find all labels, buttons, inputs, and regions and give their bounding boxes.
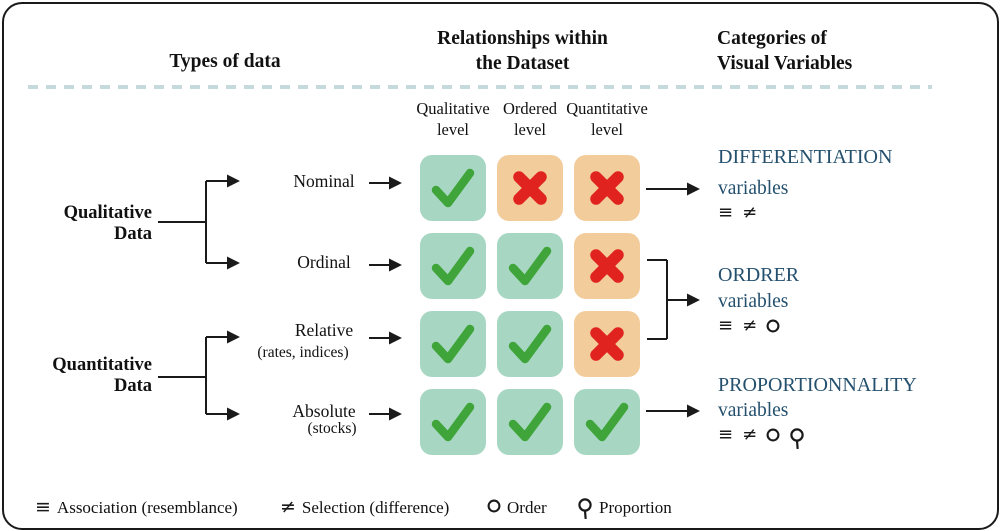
matrix-cell-r1-c1 — [420, 155, 486, 221]
matrix-cell-r3-c1 — [420, 311, 486, 377]
dashed-divider — [28, 85, 932, 89]
matrix-cell-r2-c2 — [497, 233, 563, 299]
matrix-cell-r1-c2 — [497, 155, 563, 221]
check-icon — [585, 402, 629, 442]
categories-header: Categories of Visual Variables — [717, 27, 967, 76]
check-icon — [431, 168, 475, 208]
proportion-icon — [789, 422, 805, 449]
category-order-symbols: ≡≠ — [718, 316, 799, 336]
column-header-qualitative-level: Qualitative level — [416, 99, 490, 139]
category-proportionality-subtitle: variables — [718, 400, 789, 421]
legend-order-label: Order — [507, 498, 547, 517]
matrix-cell-r3-c3 — [574, 311, 640, 377]
group-quantitative-data: Quantitative Data — [52, 355, 152, 396]
selection-icon: ≠ — [742, 424, 758, 445]
category-proportionality: PROPORTIONNALITY variables ≡≠ — [718, 374, 917, 449]
matrix-cell-r1-c3 — [574, 155, 640, 221]
category-proportionality-title: PROPORTIONNALITY — [718, 374, 917, 396]
check-icon — [431, 402, 475, 442]
check-icon — [508, 324, 552, 364]
legend-selection-label: Selection (difference) — [301, 498, 450, 517]
check-icon — [508, 402, 552, 442]
association-icon: ≡ — [718, 202, 734, 223]
selection-icon: ≠ — [742, 202, 758, 223]
order-icon — [766, 428, 780, 442]
legend-selection: ≠ Selection (difference) — [280, 497, 449, 519]
association-icon: ≡ — [718, 424, 734, 445]
matrix-cell-r2-c1 — [420, 233, 486, 299]
check-icon — [431, 246, 475, 286]
check-icon — [431, 324, 475, 364]
legend-association-label: Association (resemblance) — [56, 498, 238, 517]
cross-icon — [590, 327, 624, 361]
selection-icon: ≠ — [280, 496, 296, 518]
association-icon: ≡ — [35, 496, 51, 518]
matrix-cell-r2-c3 — [574, 233, 640, 299]
group-qualitative-data: Qualitative Data — [63, 203, 152, 244]
category-differentiation: DIFFERENTIATION variables ≡≠ — [718, 147, 892, 223]
column-header-quantitative-level: Quantitative level — [566, 99, 648, 139]
row-label-ordinal: Ordinal — [297, 252, 351, 272]
types-of-data-header: Types of data — [169, 51, 281, 72]
category-differentiation-title: DIFFERENTIATION — [718, 146, 893, 168]
legend-order: Order — [487, 497, 547, 519]
row-label-nominal: Nominal — [293, 171, 355, 191]
matrix-cell-r4-c3 — [574, 389, 640, 455]
legend-proportion: Proportion — [577, 497, 672, 519]
order-icon — [487, 499, 501, 513]
relationships-header: Relationships within the Dataset — [400, 27, 645, 76]
selection-icon: ≠ — [742, 315, 758, 336]
category-order-subtitle: variables — [718, 291, 789, 312]
column-header-ordered-level: Ordered level — [502, 99, 558, 139]
category-order-title: ORDRER — [718, 264, 800, 286]
relationships-header-line1: Relationships within — [437, 28, 608, 49]
category-differentiation-symbols: ≡≠ — [718, 203, 892, 223]
category-proportionality-symbols: ≡≠ — [718, 424, 917, 449]
row-sublabel-rates-indices: (rates, indices) — [257, 344, 349, 361]
cross-icon — [513, 171, 547, 205]
categories-header-line2: Visual Variables — [717, 52, 853, 74]
matrix-cell-r4-c1 — [420, 389, 486, 455]
order-icon — [766, 319, 780, 333]
cross-icon — [590, 171, 624, 205]
category-order: ORDRER variables ≡≠ — [718, 265, 799, 336]
legend-proportion-label: Proportion — [599, 498, 672, 517]
category-differentiation-subtitle: variables — [718, 178, 789, 199]
matrix-cell-r4-c2 — [497, 389, 563, 455]
row-label-absolute: Absolute — [292, 401, 356, 421]
matrix-cell-r3-c2 — [497, 311, 563, 377]
relationship-matrix — [420, 155, 640, 455]
relationships-header-line2: the Dataset — [475, 52, 570, 74]
row-sublabel-stocks: (stocks) — [307, 420, 357, 437]
row-label-relative: Relative — [294, 320, 354, 340]
proportion-icon — [577, 492, 593, 519]
categories-header-line1: Categories of — [717, 28, 827, 49]
cross-icon — [590, 249, 624, 283]
legend-association: ≡ Association (resemblance) — [35, 497, 238, 519]
check-icon — [508, 246, 552, 286]
association-icon: ≡ — [718, 315, 734, 336]
